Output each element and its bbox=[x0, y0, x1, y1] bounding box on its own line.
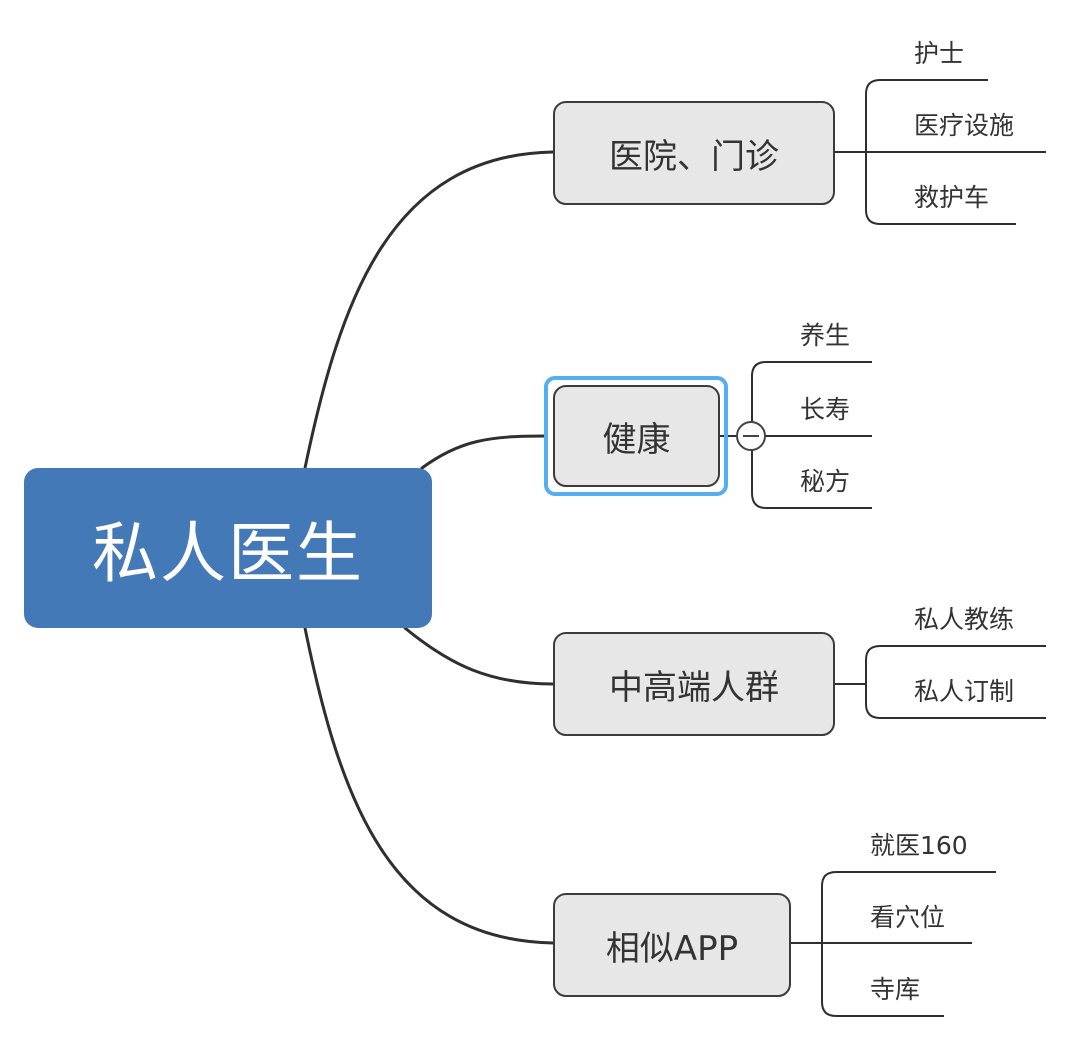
collapse-toggle-icon[interactable] bbox=[736, 421, 766, 451]
topic-label: 医院、门诊 bbox=[609, 136, 779, 177]
connector-central-app bbox=[303, 626, 555, 945]
connector-health-sub bbox=[751, 361, 872, 509]
topic-health[interactable]: 健康 bbox=[553, 385, 720, 487]
connector-app-sub bbox=[821, 871, 996, 1017]
topic-label: 健康 bbox=[602, 419, 671, 460]
topic-label: 中高端人群 bbox=[609, 667, 779, 708]
connector-central-health bbox=[420, 434, 547, 470]
subtopic-personal-custom[interactable]: 私人订制 bbox=[914, 677, 1015, 706]
topic-label: 相似APP bbox=[605, 928, 739, 969]
subtopic-siku[interactable]: 寺库 bbox=[870, 975, 921, 1004]
connector-central-highend bbox=[403, 626, 555, 686]
topic-hospital[interactable]: 医院、门诊 bbox=[553, 101, 835, 205]
subtopic-nurse[interactable]: 护士 bbox=[914, 39, 965, 68]
connector-highend-sub bbox=[865, 645, 1046, 719]
subtopic-medical-facilities[interactable]: 医疗设施 bbox=[914, 111, 1015, 140]
topic-similar-apps[interactable]: 相似APP bbox=[553, 893, 791, 997]
subtopic-ambulance[interactable]: 救护车 bbox=[914, 183, 990, 212]
subtopic-longevity[interactable]: 长寿 bbox=[800, 395, 851, 424]
subtopic-wellness[interactable]: 养生 bbox=[800, 321, 851, 350]
subtopic-personal-trainer[interactable]: 私人教练 bbox=[914, 605, 1015, 634]
subtopic-kanxuewei[interactable]: 看穴位 bbox=[870, 903, 946, 932]
subtopic-secret-recipe[interactable]: 秘方 bbox=[800, 467, 851, 496]
selection-highlight bbox=[544, 376, 728, 496]
subtopic-jiuyi160[interactable]: 就医160 bbox=[870, 831, 968, 860]
central-topic-label: 私人医生 bbox=[92, 515, 364, 592]
connector-central-hospital bbox=[303, 150, 555, 470]
central-topic[interactable]: 私人医生 bbox=[24, 468, 432, 628]
connector-hospital-sub bbox=[865, 79, 1046, 225]
topic-high-end-users[interactable]: 中高端人群 bbox=[553, 632, 835, 736]
